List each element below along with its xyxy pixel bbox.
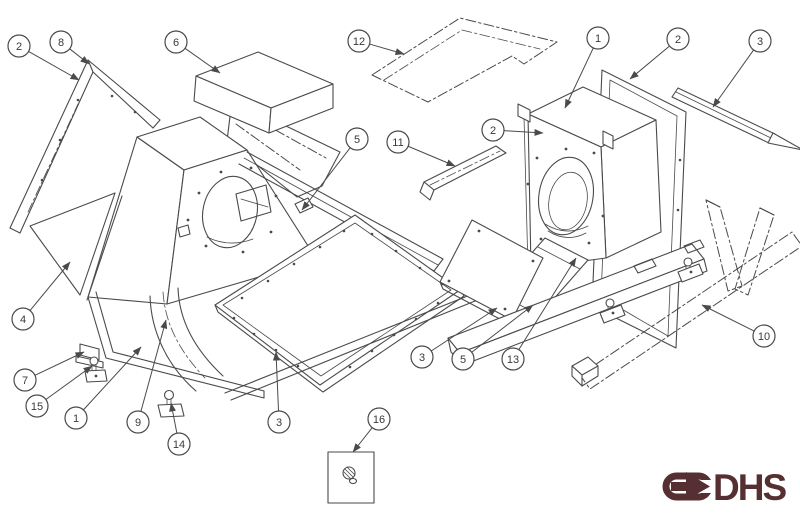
left-base-sill: [87, 291, 265, 399]
svg-text:16: 16: [373, 414, 385, 426]
dhs-logo: DHS: [662, 467, 788, 508]
callout-15: 15: [25, 365, 93, 418]
svg-text:3: 3: [757, 36, 763, 48]
svg-text:13: 13: [507, 354, 519, 366]
callout-8: 8: [49, 30, 90, 65]
callout-7: 7: [13, 351, 85, 392]
callout-1: 1: [564, 26, 610, 109]
svg-text:5: 5: [460, 354, 466, 366]
callout-5: 5: [301, 127, 369, 211]
callout-3: 3: [410, 307, 498, 369]
callout-4: 4: [11, 261, 71, 331]
right-detail-box: [327, 451, 375, 504]
svg-text:15: 15: [31, 401, 43, 413]
svg-text:3: 3: [276, 417, 282, 429]
svg-text:9: 9: [135, 417, 141, 429]
callout-10: 10: [701, 304, 776, 348]
right-base-frame: [447, 239, 708, 366]
svg-text:11: 11: [392, 137, 403, 149]
left-cover-box: [193, 51, 334, 134]
callout-2: 2: [481, 118, 544, 142]
callout-2: 2: [7, 34, 80, 81]
svg-text:4: 4: [20, 314, 26, 326]
svg-text:12: 12: [353, 36, 365, 48]
svg-text:3: 3: [419, 352, 425, 364]
callout-5: 5: [451, 304, 534, 371]
right-main-box: [517, 86, 662, 274]
callout-16: 16: [352, 407, 391, 453]
callout-11: 11: [386, 130, 456, 167]
callout-6: 6: [164, 30, 221, 74]
svg-text:5: 5: [354, 134, 360, 146]
left-mesh-panel: [29, 192, 123, 301]
logo-arrow-head-icon: [686, 472, 710, 500]
line-art-layer: [9, 17, 800, 504]
dhs-logo-text: DHS: [713, 467, 786, 508]
svg-text:7: 7: [22, 375, 28, 387]
left-discharge-chute: [149, 287, 224, 392]
svg-text:2: 2: [16, 41, 22, 53]
callout-3: 3: [267, 351, 291, 434]
callout-3: 3: [712, 29, 772, 108]
svg-text:10: 10: [758, 331, 770, 343]
svg-text:6: 6: [173, 37, 179, 49]
svg-text:8: 8: [58, 37, 64, 49]
callout-9: 9: [126, 319, 168, 434]
callout-2: 2: [629, 27, 690, 80]
callout-13: 13: [501, 257, 577, 371]
callout-12: 12: [347, 29, 405, 56]
logo-arrow-shaft: [671, 482, 690, 491]
callout-1: 1: [64, 346, 142, 430]
right-edge-strip: [671, 87, 800, 150]
right-angle-strip: [419, 145, 507, 201]
left-foot-bracket: [75, 343, 104, 369]
callout-14: 14: [167, 402, 191, 456]
svg-text:2: 2: [490, 125, 496, 137]
svg-text:2: 2: [675, 34, 681, 46]
svg-text:1: 1: [595, 33, 601, 45]
right-phantom-rails: [571, 199, 800, 390]
svg-text:1: 1: [73, 413, 79, 425]
svg-text:14: 14: [173, 439, 185, 451]
right-phantom-panel: [371, 17, 558, 103]
